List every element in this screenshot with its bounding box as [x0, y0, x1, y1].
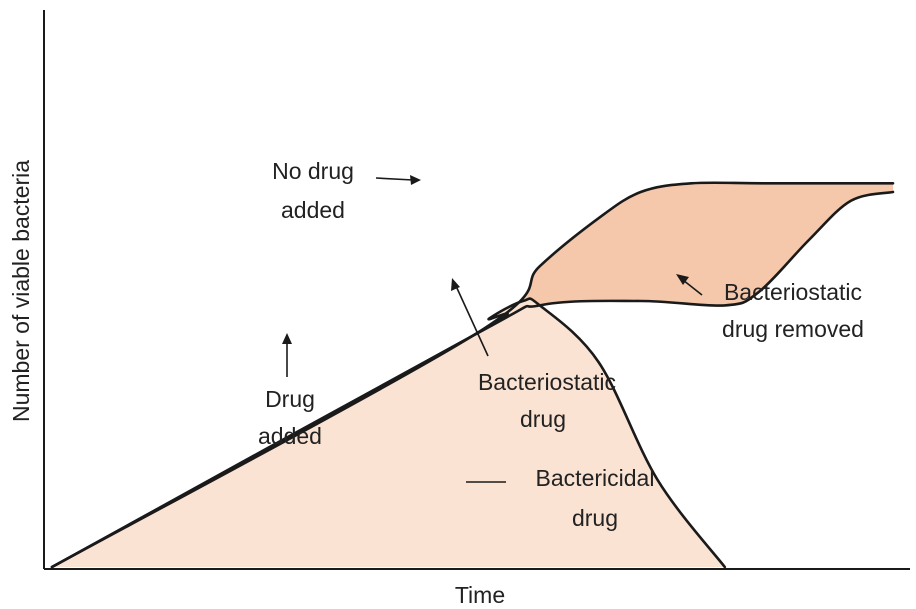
annotation-bacteriostatic-arrowhead	[451, 278, 460, 291]
annotation-bactericidal-line-1: Bactericidal	[536, 465, 655, 491]
annotation-drug-added-line-2: added	[258, 423, 322, 449]
annotation-removed-arrowhead	[676, 274, 689, 285]
annotation-bactericidal: Bactericidal drug	[466, 465, 654, 531]
x-axis-label: Time	[455, 582, 505, 608]
bactericidal-curve	[50, 297, 727, 569]
annotation-no-drug-arrow	[375, 177, 414, 181]
annotation-no-drug-arrowhead	[410, 175, 421, 185]
annotation-bacteriostatic-line-2: drug	[520, 406, 566, 432]
annotation-bacteriostatic: Bacteriostatic drug	[451, 278, 616, 432]
annotation-no-drug-line-2: added	[281, 197, 345, 223]
annotation-drug-added-arrowhead	[282, 333, 292, 344]
annotation-removed-line-1: Bacteriostatic	[724, 279, 862, 305]
annotation-removed-arrow	[682, 279, 703, 296]
annotation-no-drug-line-1: No drug	[272, 158, 354, 184]
annotation-drug-added: Drug added	[258, 333, 322, 449]
y-axis-label: Number of viable bacteria	[8, 160, 34, 422]
annotation-bactericidal-line-2: drug	[572, 505, 618, 531]
annotation-removed: Bacteriostatic drug removed	[676, 274, 864, 342]
annotation-bacteriostatic-arrow	[455, 285, 489, 357]
annotation-removed-line-2: drug removed	[722, 316, 864, 342]
annotation-bacteriostatic-line-1: Bacteriostatic	[478, 369, 616, 395]
annotation-no-drug: No drug added	[272, 158, 421, 223]
annotation-drug-added-line-1: Drug	[265, 386, 315, 412]
bactericidal-area	[52, 298, 725, 567]
no-drug-curve	[50, 181, 895, 569]
